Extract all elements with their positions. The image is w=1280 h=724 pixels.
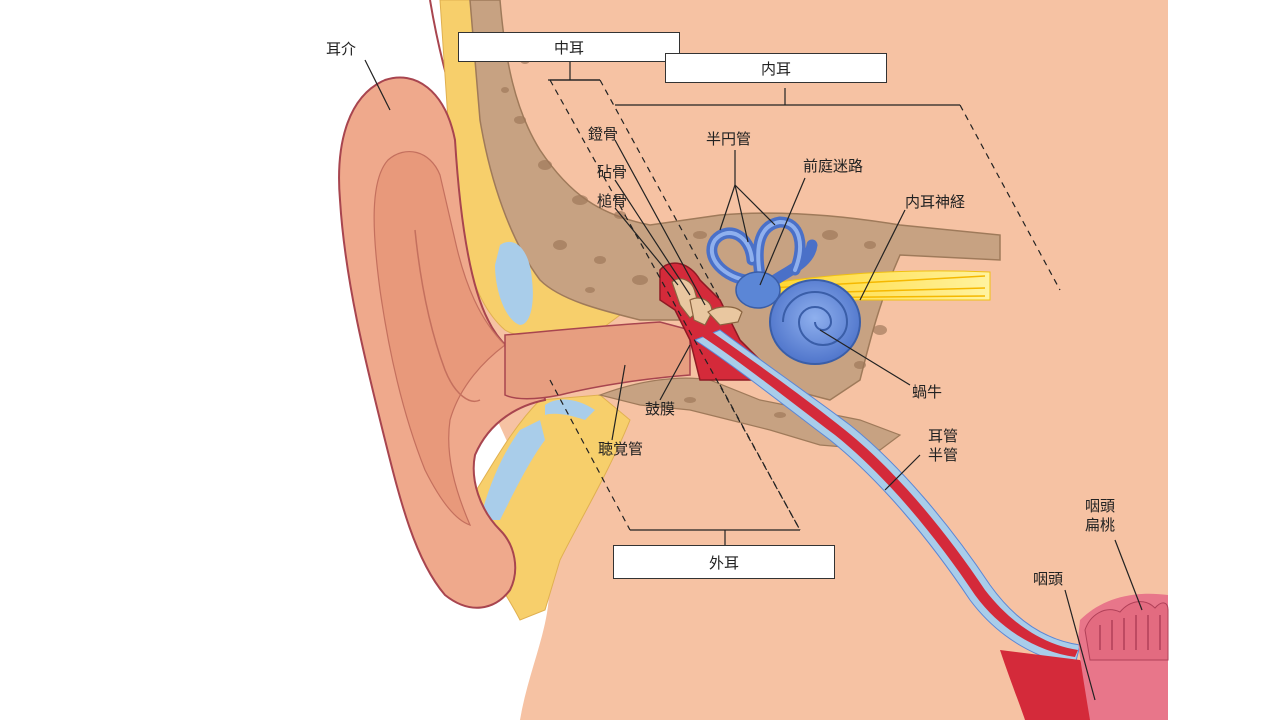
- label-cochlea: 蝸牛: [912, 383, 942, 402]
- label-malleus: 槌骨: [597, 192, 627, 211]
- label-pharyngeal-tonsil-line1: 咽頭: [1085, 497, 1115, 515]
- region-inner-ear: 内耳: [761, 58, 791, 79]
- region-middle-ear: 中耳: [554, 37, 584, 58]
- region-outer-ear: 外耳: [709, 552, 739, 573]
- label-pharyngeal-tonsil-line2: 扁桃: [1085, 516, 1115, 534]
- label-eustachian-tube-line1: 耳管: [928, 427, 958, 445]
- region-middle-ear-box: 中耳: [458, 32, 680, 62]
- region-outer-ear-box: 外耳: [613, 545, 835, 579]
- label-inner-ear-nerve: 内耳神経: [905, 193, 965, 212]
- label-auricle: 耳介: [326, 40, 356, 59]
- label-vestibule: 前庭迷路: [803, 157, 863, 176]
- region-inner-ear-box: 内耳: [665, 53, 887, 83]
- cochlea-shape: [770, 280, 860, 364]
- label-pharyngeal-tonsil: 咽頭 扁桃: [1085, 497, 1115, 535]
- label-ear-canal: 聴覚管: [598, 440, 643, 459]
- label-eardrum: 鼓膜: [645, 400, 675, 419]
- label-incus: 砧骨: [597, 163, 627, 182]
- label-eustachian-tube-line2: 半管: [928, 446, 958, 464]
- label-pharynx: 咽頭: [1033, 570, 1063, 589]
- label-semicircular-canals: 半円管: [706, 130, 751, 149]
- vestibule-shape: [736, 272, 780, 308]
- label-eustachian-tube: 耳管 半管: [928, 427, 958, 465]
- label-stapes: 鐙骨: [588, 125, 618, 144]
